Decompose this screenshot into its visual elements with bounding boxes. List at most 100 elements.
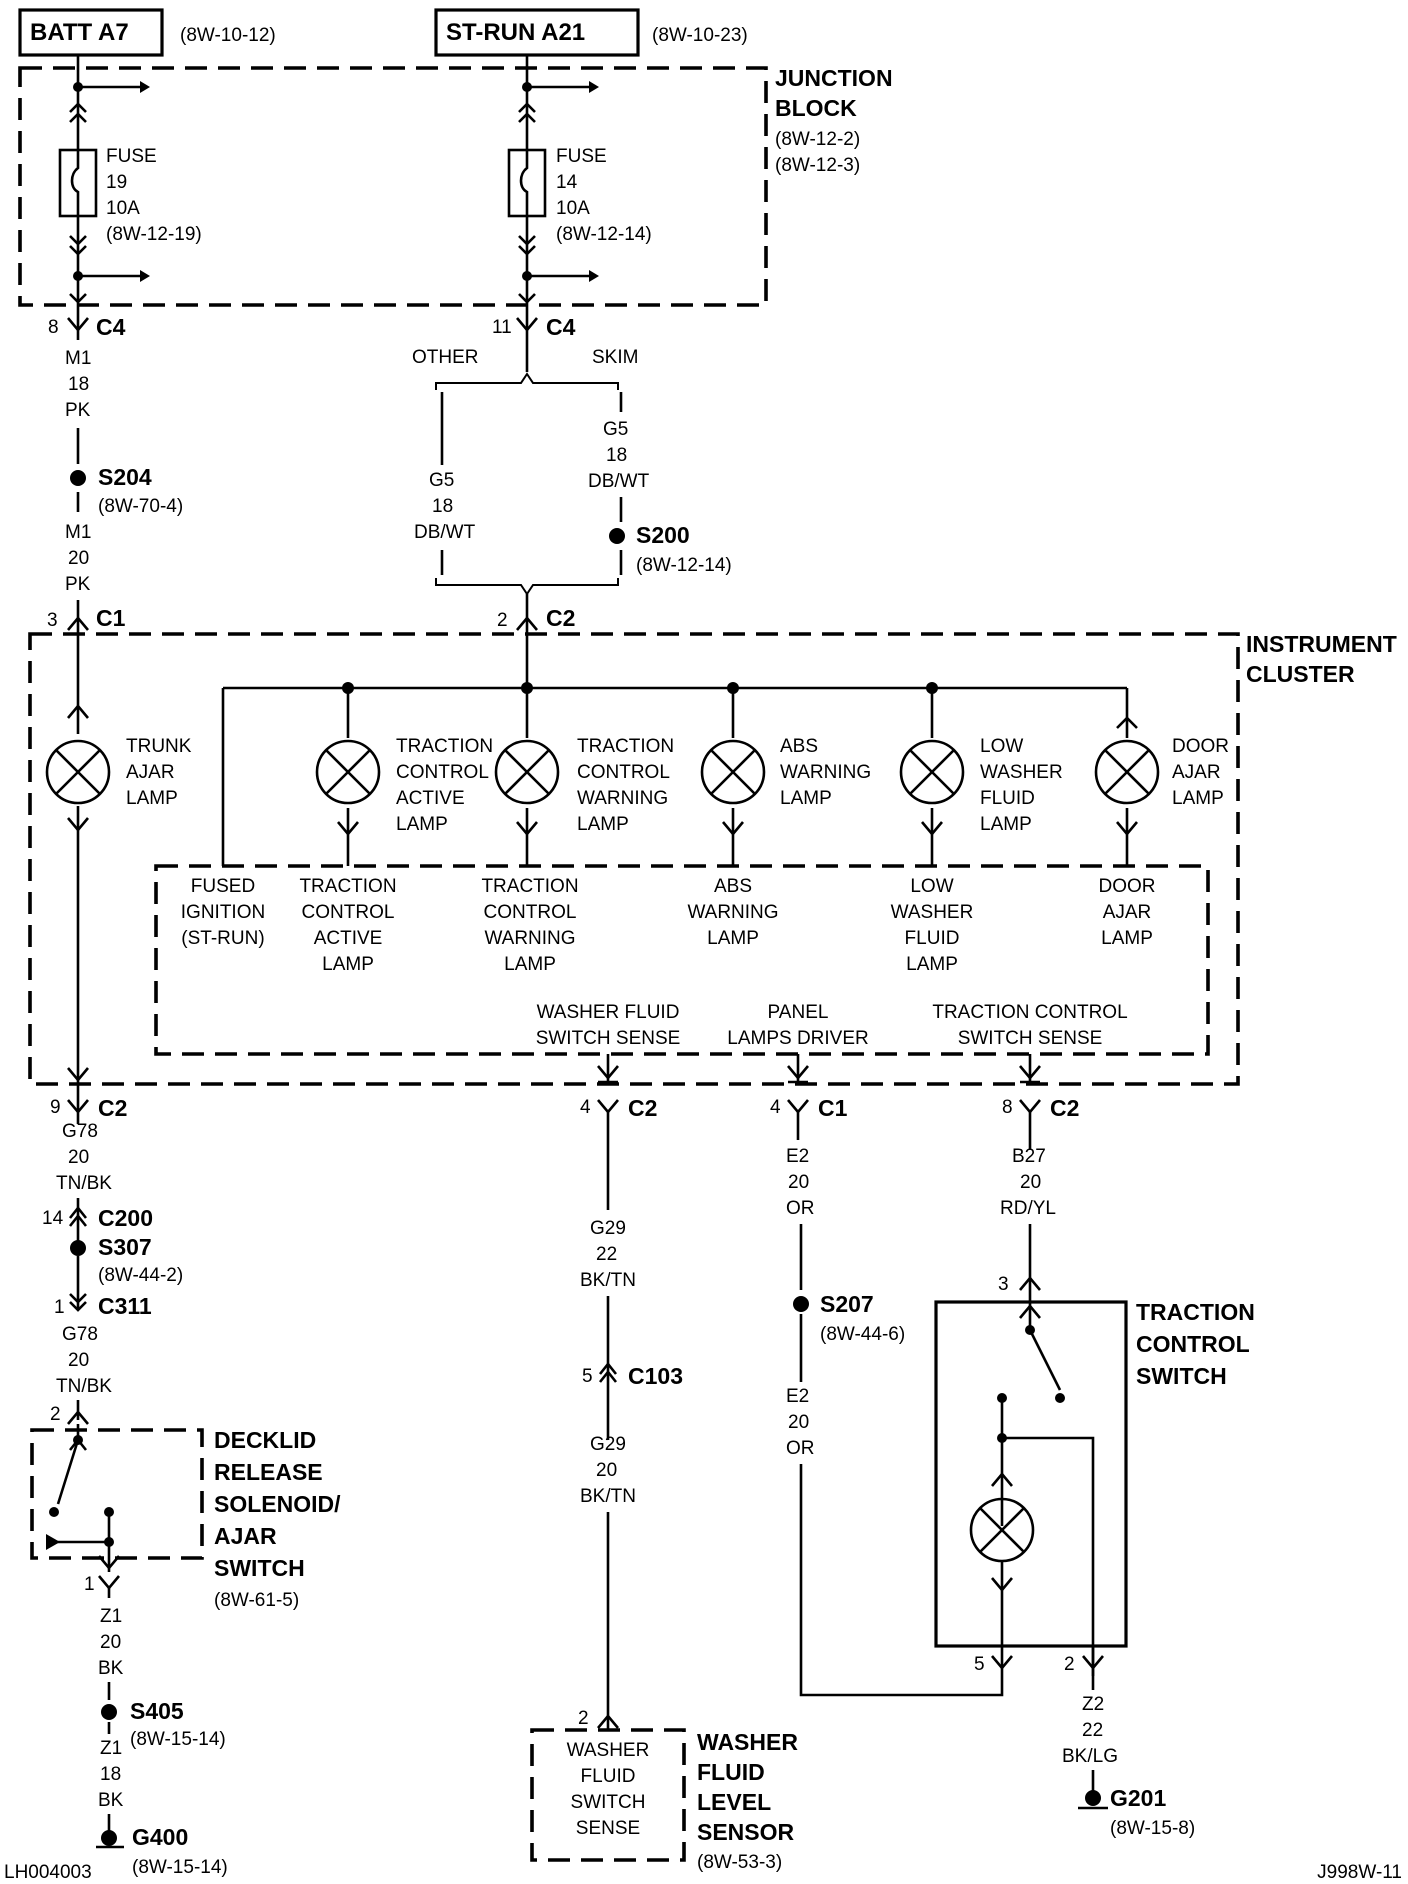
junction-block-title-1: JUNCTION xyxy=(775,65,893,91)
junction-block-title-2: BLOCK xyxy=(775,95,857,121)
g78-gauge-1: 20 xyxy=(68,1147,89,1168)
c311-label: C311 xyxy=(98,1293,152,1319)
fuse-14-l4: (8W-12-14) xyxy=(556,224,652,245)
other-option-label: OTHER xyxy=(412,347,479,368)
g29-color-1: BK/TN xyxy=(580,1270,636,1291)
left-branch-m1: 8 C4 M1 18 PK S204 (8W-70-4) M1 20 PK 3 … xyxy=(47,305,183,631)
e2-code-2: E2 xyxy=(786,1386,809,1407)
pin-2: 2 xyxy=(1064,1654,1075,1675)
washer-ref: (8W-53-3) xyxy=(697,1852,782,1873)
instrument-cluster-title-1: INSTRUMENT xyxy=(1246,631,1397,657)
lamp-label-4-l4: LAMP xyxy=(980,814,1032,835)
s307-splice-dot xyxy=(70,1240,86,1256)
module-label-2-l1: TRACTION xyxy=(481,876,578,897)
e2-gauge-2: 20 xyxy=(788,1412,809,1433)
fuse-19-l4: (8W-12-19) xyxy=(106,224,202,245)
module-label-5-l1: DOOR xyxy=(1099,876,1156,897)
g201-ground-icon xyxy=(1085,1790,1101,1806)
lamp-label-0-l3: LAMP xyxy=(126,788,178,809)
z1-gauge-2: 18 xyxy=(100,1764,121,1785)
pin-3: 3 xyxy=(998,1274,1009,1295)
m1-wire-gauge-2: 20 xyxy=(68,548,89,569)
sense-label-1-l1: PANEL xyxy=(768,1002,829,1023)
z1-code-1: Z1 xyxy=(100,1606,122,1627)
z1-color-2: BK xyxy=(98,1790,124,1811)
module-label-4-l1: LOW xyxy=(910,876,953,897)
bottom-connector-2-pin: 4 xyxy=(770,1097,781,1118)
module-label-1-l2: CONTROL xyxy=(302,902,395,923)
c103-label: C103 xyxy=(628,1363,683,1389)
z1-gauge-1: 20 xyxy=(100,1632,121,1653)
module-label-2-l2: CONTROL xyxy=(484,902,577,923)
batt-a7-label: BATT A7 xyxy=(30,19,129,46)
s200-ref: (8W-12-14) xyxy=(636,555,732,576)
c2-mid-label: C2 xyxy=(546,605,575,631)
panel-lamps-circuit: E2 20 OR S207 (8W-44-6) E2 20 OR xyxy=(786,1112,1004,1697)
e2-color-1: OR xyxy=(786,1198,815,1219)
s200-splice-dot xyxy=(609,528,625,544)
module-label-3-l3: LAMP xyxy=(707,928,759,949)
module-label-0-l1: FUSED xyxy=(191,876,255,897)
sensor-pin: 2 xyxy=(578,1708,589,1729)
lamp-branches xyxy=(337,688,1138,866)
st-run-a21-ref: (8W-10-23) xyxy=(652,25,748,46)
pin-5: 5 xyxy=(974,1654,985,1675)
lamp-label-3-l2: WARNING xyxy=(780,762,871,783)
g78-color-2: TN/BK xyxy=(56,1376,112,1397)
fuse-19-l2: 19 xyxy=(106,172,127,193)
g5-left-color: DB/WT xyxy=(414,522,476,543)
lamp-label-3-l1: ABS xyxy=(780,736,818,757)
decklid-title-4: AJAR xyxy=(214,1523,277,1549)
module-label-1-l3: ACTIVE xyxy=(314,928,383,949)
z2-color: BK/LG xyxy=(1062,1746,1118,1767)
sensor-inner-2: FLUID xyxy=(581,1766,636,1787)
g5-left-code: G5 xyxy=(429,470,454,491)
ground-pin: 1 xyxy=(84,1574,95,1595)
g29-code-2: G29 xyxy=(590,1434,626,1455)
batt-a7-ref: (8W-10-12) xyxy=(180,25,276,46)
m1-wire-gauge-1: 18 xyxy=(68,374,89,395)
middle-branch-g5: 11 C4 OTHER SKIM G5 18 DB/WT S200 (8W-12… xyxy=(412,305,732,631)
s307-label: S307 xyxy=(98,1234,152,1260)
module-label-4-l4: LAMP xyxy=(906,954,958,975)
module-label-2-l4: LAMP xyxy=(504,954,556,975)
lamp-label-2-l3: WARNING xyxy=(577,788,668,809)
c4-left-label: C4 xyxy=(96,314,126,340)
lamp-label-2-l2: CONTROL xyxy=(577,762,670,783)
st-run-a21-label: ST-RUN A21 xyxy=(446,19,585,46)
g29-gauge-1: 22 xyxy=(596,1244,617,1265)
module-label-3-l1: ABS xyxy=(714,876,752,897)
decklid-title-1: DECKLID xyxy=(214,1427,316,1453)
traction-switch-title-2: CONTROL xyxy=(1136,1331,1250,1357)
c200-label: C200 xyxy=(98,1205,153,1231)
c4-left-pin: 8 xyxy=(48,317,59,338)
module-label-0-l3: (ST-RUN) xyxy=(181,928,264,949)
washer-title-1: WASHER xyxy=(697,1729,798,1755)
z1-code-2: Z1 xyxy=(100,1738,122,1759)
e2-code-1: E2 xyxy=(786,1146,809,1167)
lamp-label-5-l1: DOOR xyxy=(1172,736,1229,757)
g400-ref: (8W-15-14) xyxy=(132,1857,228,1878)
fuse-14-l1: FUSE xyxy=(556,146,607,167)
s405-ref: (8W-15-14) xyxy=(130,1729,226,1750)
lamp-label-0-l1: TRUNK xyxy=(126,736,192,757)
g78-color-1: TN/BK xyxy=(56,1173,112,1194)
g78-gauge-2: 20 xyxy=(68,1350,89,1371)
m1-wire-color-1: PK xyxy=(65,400,91,421)
bottom-connector-1-pin: 4 xyxy=(580,1097,591,1118)
z2-code: Z2 xyxy=(1082,1694,1104,1715)
washer-title-3: LEVEL xyxy=(697,1789,771,1815)
solenoid-pin: 2 xyxy=(50,1404,61,1425)
fuse-14-l3: 10A xyxy=(556,198,590,219)
lamp-label-1-l4: LAMP xyxy=(396,814,448,835)
traction-control-active-lamp xyxy=(315,739,381,805)
c2-mid-pin: 2 xyxy=(497,610,508,631)
g5-left-gauge: 18 xyxy=(432,496,453,517)
batt-a7-source: BATT A7 (8W-10-12) xyxy=(18,8,276,57)
c4-mid-label: C4 xyxy=(546,314,576,340)
trunk-ajar-lamp xyxy=(45,739,111,805)
g400-ground-icon xyxy=(101,1830,117,1846)
low-washer-fluid-lamp xyxy=(899,739,965,805)
footer-right-code: J998W-11 xyxy=(1317,1862,1402,1883)
s307-ref: (8W-44-2) xyxy=(98,1265,183,1286)
